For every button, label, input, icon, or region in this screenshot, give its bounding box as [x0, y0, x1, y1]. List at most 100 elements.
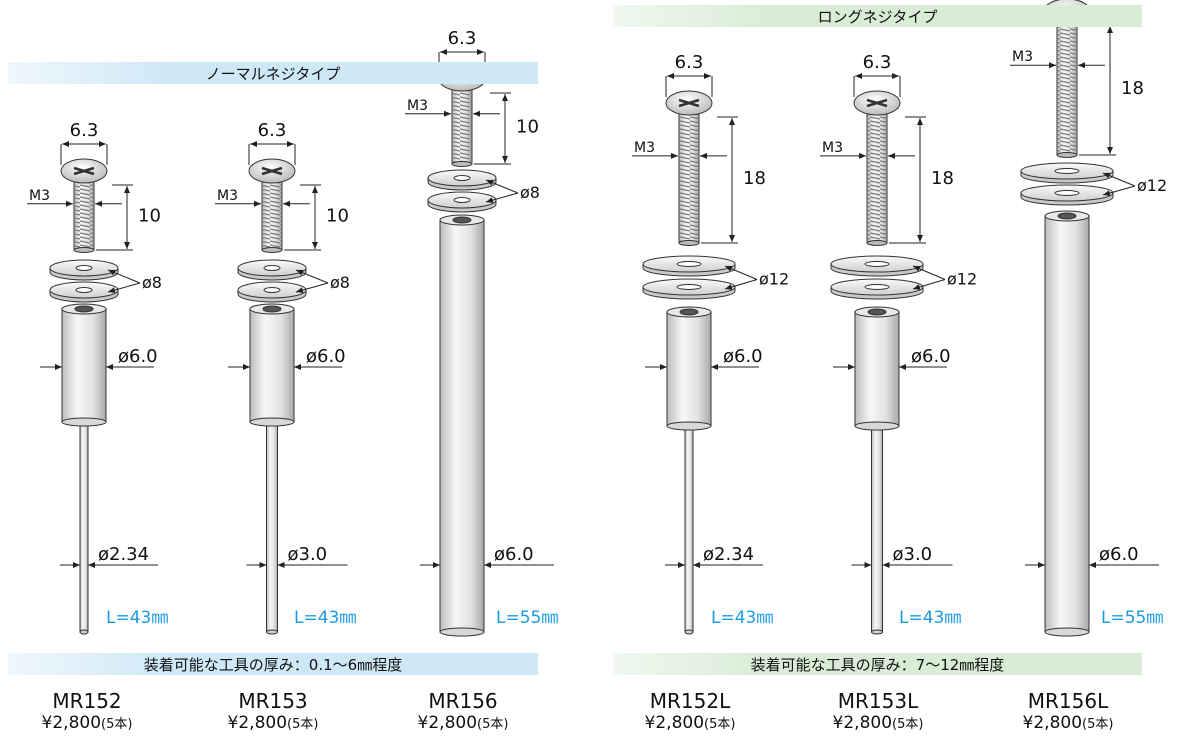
screw-thread-lines — [74, 181, 94, 250]
mandrel-body — [439, 219, 485, 633]
mandrel-shank — [684, 425, 694, 633]
body-thread-hole — [679, 308, 699, 316]
body-diameter-label: ø6.0 — [306, 346, 346, 367]
screw-tip — [261, 247, 283, 253]
product-model: MR153L — [837, 689, 919, 713]
normal-section-title-text: ノーマルネジタイプ — [205, 64, 341, 83]
screw-tip — [73, 247, 95, 253]
leader-arrow — [107, 282, 141, 293]
body-thread-hole — [1057, 212, 1077, 220]
head-diameter-label: 6.3 — [675, 52, 704, 73]
shank-diameter-label: ø6.0 — [1099, 544, 1139, 565]
shank-end — [266, 629, 278, 635]
shank-end — [79, 629, 89, 635]
leader-arrow — [724, 279, 758, 290]
screw-thread-lines — [679, 113, 699, 243]
mandrel-body — [1044, 215, 1090, 633]
thread-size-label: M3 — [217, 188, 238, 204]
price-unit: (5本) — [704, 717, 736, 732]
product-price: ¥2,800(5本) — [1022, 713, 1114, 733]
product-price: ¥2,800(5本) — [41, 713, 133, 733]
washer-hole — [75, 265, 93, 271]
product-model: MR156 — [428, 689, 498, 713]
overall-length-label: L=43㎜ — [711, 608, 773, 628]
mandrel-body — [854, 311, 900, 427]
mandrel-body — [666, 311, 712, 427]
body-diameter-label: ø6.0 — [911, 346, 951, 367]
product-model: MR156L — [1027, 689, 1109, 713]
normal-section-title: ノーマルネジタイプ — [8, 62, 538, 84]
leader-arrow — [295, 282, 329, 293]
thread-size-label: M3 — [1012, 49, 1033, 65]
washer-diameter-label: ø12 — [1137, 176, 1167, 195]
leader-arrow — [485, 192, 519, 203]
body-thread-hole — [74, 305, 94, 313]
overall-length-label: L=55㎜ — [496, 608, 558, 628]
shank-diameter-label: ø2.34 — [98, 544, 149, 565]
washer-hole — [263, 287, 281, 293]
body-bottom-edge — [666, 421, 712, 431]
washer-diameter-label: ø8 — [520, 183, 540, 202]
screw-thread-lines — [452, 89, 472, 164]
shank-diameter-label: ø2.34 — [703, 544, 754, 565]
leader-arrow — [107, 269, 141, 284]
thread-size-label: M3 — [634, 140, 655, 156]
mandrel-shank — [871, 425, 883, 633]
washer-diameter-label: ø8 — [142, 273, 162, 292]
washer-hole — [676, 261, 702, 267]
body-thread-hole — [452, 216, 472, 224]
mandrel-body — [249, 308, 295, 423]
body-bottom-edge — [61, 417, 107, 427]
washer-diameter-label: ø12 — [947, 270, 977, 289]
phillips-cross-icon — [261, 166, 283, 176]
screw-thread-lines — [1057, 21, 1077, 155]
product-price: ¥2,800(5本) — [644, 713, 736, 733]
head-diameter-label: 6.3 — [863, 52, 892, 73]
shank-diameter-label: ø6.0 — [494, 544, 534, 565]
washer-hole — [453, 197, 471, 203]
washer-diameter-label: ø12 — [759, 270, 789, 289]
shank-diameter-label: ø3.0 — [893, 544, 933, 565]
washer-hole — [75, 287, 93, 293]
screw-length-label: 10 — [326, 206, 349, 227]
long-thickness-note: 装着可能な工具の厚み：7〜12㎜程度 — [613, 653, 1142, 675]
price-unit: (5本) — [101, 717, 133, 732]
washer-diameter-label: ø8 — [330, 273, 350, 292]
body-bottom-edge — [439, 627, 485, 637]
screw-tip — [866, 240, 888, 246]
long-section-title-text: ロングネジタイプ — [817, 7, 938, 26]
body-diameter-label: ø6.0 — [723, 346, 763, 367]
product-model: MR152L — [649, 689, 731, 713]
screw-length-label: 10 — [516, 117, 539, 138]
mandrel-body — [61, 308, 107, 423]
screw-length-label: 10 — [138, 206, 161, 227]
washer-hole — [263, 265, 281, 271]
shank-end — [871, 629, 883, 635]
thread-size-label: M3 — [822, 140, 843, 156]
price-unit: (5本) — [477, 717, 509, 732]
body-diameter-label: ø6.0 — [118, 346, 158, 367]
body-thread-hole — [262, 305, 282, 313]
overall-length-label: L=43㎜ — [294, 608, 356, 628]
overall-length-label: L=43㎜ — [106, 608, 168, 628]
phillips-cross-icon — [73, 166, 95, 176]
product-model: MR152 — [52, 689, 122, 713]
product-model: MR153 — [238, 689, 308, 713]
body-bottom-edge — [249, 417, 295, 427]
long-thickness-note-text: 装着可能な工具の厚み：7〜12㎜程度 — [750, 655, 1005, 674]
leader-arrow — [912, 265, 946, 280]
head-diameter-label: 6.3 — [448, 28, 477, 49]
shank-diameter-label: ø3.0 — [288, 544, 328, 565]
normal-thickness-note-text: 装着可能な工具の厚み：0.1〜6㎜程度 — [143, 655, 403, 674]
screw-tip — [678, 240, 700, 246]
price-unit: (5本) — [1082, 717, 1114, 732]
washer-hole — [864, 284, 890, 290]
head-diameter-label: 6.3 — [70, 120, 99, 141]
phillips-cross-icon — [678, 98, 700, 108]
washer-hole — [864, 261, 890, 267]
price-unit: (5本) — [287, 717, 319, 732]
washer-hole — [1054, 190, 1080, 196]
thread-size-label: M3 — [407, 98, 428, 114]
screw-tip — [1056, 152, 1078, 158]
